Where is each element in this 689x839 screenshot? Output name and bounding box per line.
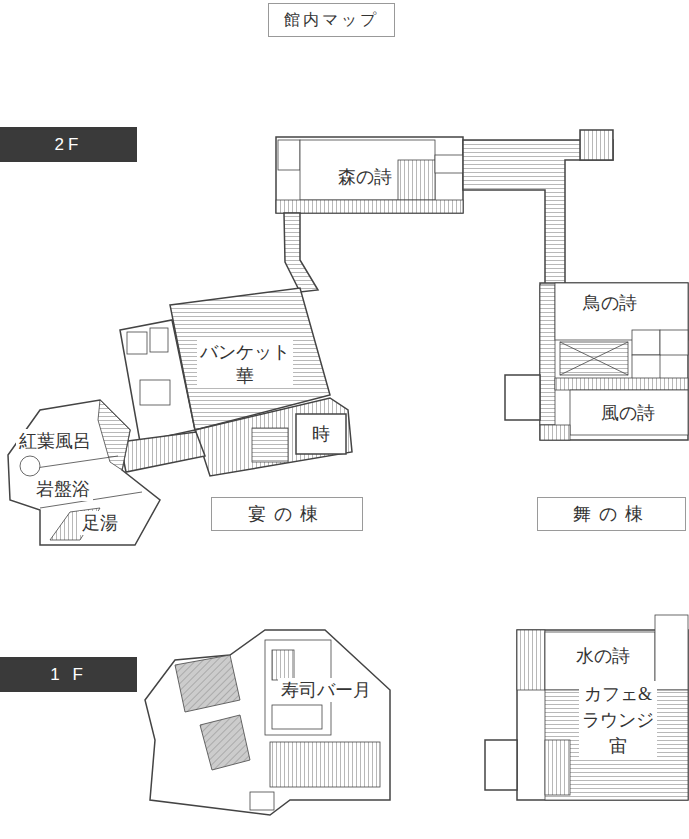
corridor xyxy=(463,140,613,285)
wing-name-box: 舞の棟 xyxy=(537,497,686,531)
roof-area xyxy=(200,715,250,770)
box-label: 舞の棟 xyxy=(573,502,651,526)
title-box: 館内マップ xyxy=(268,3,395,37)
tatami xyxy=(398,160,435,200)
stairs xyxy=(98,400,130,470)
toilets xyxy=(655,615,688,690)
bridge xyxy=(284,213,318,292)
roof-area xyxy=(175,655,240,712)
entrance xyxy=(278,140,300,170)
room-name: 風の詩 xyxy=(598,401,658,425)
lower-strip xyxy=(195,398,352,476)
deck xyxy=(517,630,545,690)
box-label: 1 F xyxy=(50,665,87,685)
mai-building xyxy=(540,283,688,440)
toilet xyxy=(632,330,660,355)
void xyxy=(560,342,628,375)
second-floor xyxy=(8,130,688,545)
room-name: 時 xyxy=(309,422,333,446)
counter xyxy=(272,650,294,680)
toilet xyxy=(127,332,147,354)
first-floor xyxy=(145,615,688,815)
toilet xyxy=(250,792,274,810)
corridor xyxy=(540,285,555,425)
room-name: 紅葉風呂 xyxy=(16,429,94,453)
plan-line xyxy=(560,342,628,375)
veranda xyxy=(276,200,463,213)
room-name: 寿司バー月 xyxy=(278,678,374,702)
floor-band: 2F xyxy=(0,127,137,162)
mori-building xyxy=(276,137,463,213)
map-title: 館内マップ xyxy=(284,10,379,31)
wing-name-box: 宴の棟 xyxy=(211,497,363,531)
room-name: 足湯 xyxy=(79,511,121,535)
room-name: 森の詩 xyxy=(335,165,395,189)
toki-room xyxy=(296,414,346,454)
passage xyxy=(120,432,205,472)
toilet xyxy=(632,355,660,380)
box-label: 2F xyxy=(55,135,83,155)
stairs xyxy=(252,428,288,462)
floor-band: 1 F xyxy=(0,657,137,692)
annex xyxy=(505,375,540,420)
en-ground-floor xyxy=(145,630,390,815)
room-name: 岩盤浴 xyxy=(33,477,93,501)
kaze-room xyxy=(570,390,688,435)
hall xyxy=(555,378,688,390)
room-name: バンケット 華 xyxy=(197,340,293,388)
stairs xyxy=(580,130,613,160)
toilet xyxy=(660,330,688,355)
closet xyxy=(140,380,170,405)
mori-room xyxy=(300,140,435,200)
stairs xyxy=(545,740,570,795)
plan-line xyxy=(560,342,628,375)
stairs xyxy=(270,742,380,787)
bath-wing xyxy=(8,400,160,545)
toilet xyxy=(435,155,463,173)
box-label: 宴の棟 xyxy=(248,502,326,526)
room xyxy=(272,705,322,729)
room-name: 水の詩 xyxy=(573,644,633,668)
rock-bath xyxy=(20,456,40,476)
room-name: カフェ& ラウンジ 宙 xyxy=(579,681,657,759)
stairs xyxy=(540,425,570,440)
annex xyxy=(485,740,517,790)
room-name: 鳥の詩 xyxy=(580,291,640,315)
toilet xyxy=(150,328,168,352)
